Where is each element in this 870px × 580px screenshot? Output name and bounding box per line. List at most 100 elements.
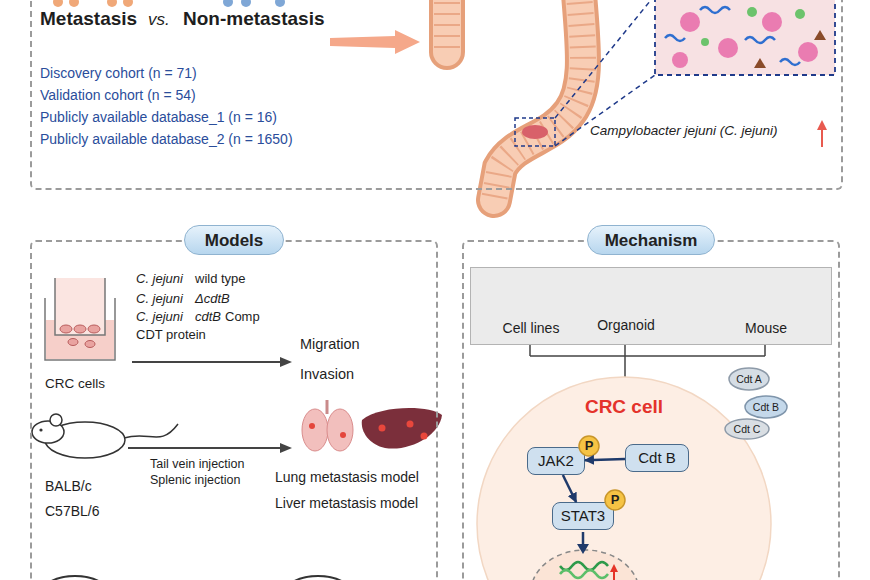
annotation-label: CRC cells [45,376,105,392]
node-text: P [578,438,600,454]
mouse-head [32,421,64,443]
zoom-frame [515,118,555,146]
cohort-panel: Metastasis vs. Non-metastasisDiscovery coh… [30,0,843,190]
phospho-badge-shape [605,490,625,510]
increase-arrow-head [610,564,618,572]
models-panel: Models [30,240,438,580]
zoom-box [655,0,835,75]
bacterium [700,7,730,13]
annotation-label: cdtB [195,309,221,325]
flow-arrow-head [280,443,292,453]
signal-arrow-head [577,544,589,554]
metastasis-spot [309,423,315,429]
node-text-block: Publicly available database_1 (n = 16) [40,109,277,126]
model-systems-box: Cell linesOrganoidMouse [470,267,832,345]
colon-outline [494,0,583,200]
signal-arrow [585,459,625,460]
node-text: P [604,492,626,508]
cell [85,341,95,348]
toxin-subunit-shape [725,419,769,439]
phospho-badge: P [604,489,626,511]
colon-outline [429,0,465,52]
signal-arrow [563,475,576,502]
annotation-label: Tail vein injection [150,457,245,472]
particle [814,30,826,40]
colon-folds [434,0,460,52]
well [45,298,115,360]
node-text: Mechanism [587,225,715,255]
metastasis-spot [340,432,346,438]
phospho-badge: P [578,435,600,457]
node-text: STAT3 [553,507,613,525]
microbe [795,9,805,19]
patient-icon [107,0,117,7]
annotation-label: C. jejuni [136,291,183,307]
colon-body [494,0,583,200]
liver [362,408,442,449]
flow-arrow [330,30,420,54]
metastasis-spot [379,425,386,432]
patient-icon [223,0,233,7]
toxin-subunit-shape [729,368,769,390]
tumor-cell [672,52,688,68]
dna [560,562,608,570]
nucleus [531,550,639,580]
annotation-label: C. jejuni [136,271,183,287]
node-text-block: Publicly available database_2 (n = 1650) [40,131,293,148]
mechanism-panel: MechanismCell linesOrganoidMouseCRC cell… [462,240,840,580]
node-text: Cell lines [481,320,581,337]
annotation-label: Invasion [300,366,354,383]
patient-icon [53,0,63,7]
signal-arrow [582,532,585,546]
trachea [326,400,329,414]
increase-arrow [613,570,615,580]
cell [88,325,100,333]
mouse-tail [124,424,178,438]
tumor [522,125,548,139]
annotation-label: ΔcdtB [195,291,230,307]
annotation-label: wild type [195,271,246,287]
colon-body [433,0,461,52]
lung [327,409,353,451]
transwell-insert [55,278,105,335]
tumor-cell [718,38,738,58]
crc-cell-shape [477,377,771,580]
lung [302,409,328,451]
microbe [701,38,709,46]
protein-box: Cdt B [625,444,689,472]
well-medium [46,320,114,359]
crc-cell: CRC cellCdt BJAK2PSTAT3P [476,376,772,580]
patient-icon [241,0,251,7]
tumor-cell [798,42,818,62]
annotation-label: BALB/c [45,478,92,495]
flow-arrow-head [280,357,292,367]
increase-arrow [821,128,823,147]
node-text: Metastasis [40,8,137,31]
node-text-block: Campylobacter jejuni (C. jejuni) [590,123,778,139]
microbe [747,7,757,17]
mouse-eye [39,428,42,431]
annotation-label: Liver metastasis model [275,495,418,512]
annotation-label: Splenic injection [150,473,240,488]
node-text: Cdt B [626,449,688,467]
increase-arrow-head [817,120,827,130]
node-text: JAK2 [528,452,584,470]
node-text-block: Non-metastasis [183,8,325,31]
mouse-ear [50,414,62,426]
node-text-block: vs. [148,10,170,30]
node-text: Cdt B [744,401,788,414]
protein-box: JAK2 [527,447,585,475]
colon-folds [494,0,583,200]
metastasis-spot [407,421,414,428]
annotation-label: C. jejuni [136,309,183,325]
bacterium [745,37,775,43]
toxin-subunit: Cdt A [728,367,770,391]
tumor-cell [680,12,700,32]
node-text-block: Discovery cohort (n = 71) [40,65,197,82]
annotation-label: C57BL/6 [45,503,99,520]
